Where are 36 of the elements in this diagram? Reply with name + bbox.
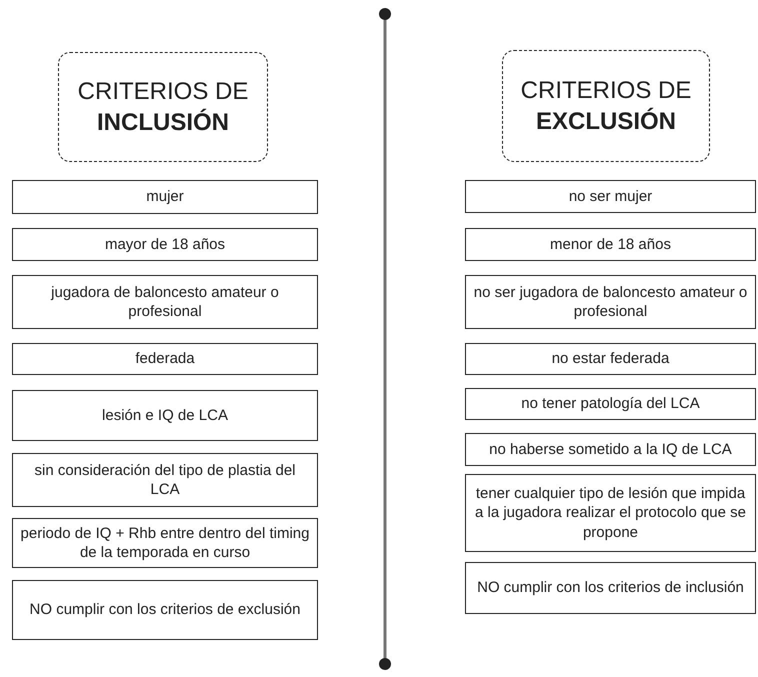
heading-box [58,52,268,162]
criterion-box [465,433,756,466]
criterion-text: no tener patología del LCA [521,394,700,414]
criterion-box [12,343,318,375]
criterion-text: no ser mujer [568,186,652,206]
criterion-text: no estar federada [552,349,670,369]
heading-box [502,50,710,162]
criterion-box [465,562,756,614]
criterion-text: no ser jugadora de baloncesto amateur o profesional [472,282,748,322]
criterion-text: mayor de 18 años [104,234,226,254]
criterion-box [12,180,318,214]
heading-text: CRITERIOS DE INCLUSIÓN [78,76,248,138]
criterion-box [12,390,318,441]
criterion-text: jugadora de baloncesto amateur o profesional [50,282,280,322]
criterion-text: federada [135,349,195,369]
heading-text: CRITERIOS DE EXCLUSIÓN [520,76,692,137]
criterion-box [12,580,318,640]
criterion-text: no haberse sometido a la IQ de LCA [489,440,732,460]
criterion-text: periodo de IQ + Rhb entre dentro del timing de la temporada en curso [20,524,310,562]
criterion-text: tener cualquier tipo de lesión que impida a la jugadora realizar el protocolo que se propone [474,484,747,542]
criterion-text: NO cumplir con los criterios de inclusión [477,578,744,598]
criterion-box [12,453,318,507]
criterion-text: mujer [146,187,184,207]
criterion-text: sin consideración del tipo de plastia del LCA [34,460,296,500]
criterion-box [465,275,756,329]
criterion-text: menor de 18 años [550,234,671,254]
criterion-box [465,180,756,213]
criterion-box [465,343,756,375]
criterion-box [465,474,756,552]
criterion-box [12,228,318,261]
criterion-box [12,275,318,329]
criterion-text: NO cumplir con los criterios de exclusión [30,600,300,620]
criterion-box [465,228,756,261]
criterion-text: lesión e IQ de LCA [102,406,228,426]
criterion-box [465,388,756,420]
criterion-box [12,518,318,568]
